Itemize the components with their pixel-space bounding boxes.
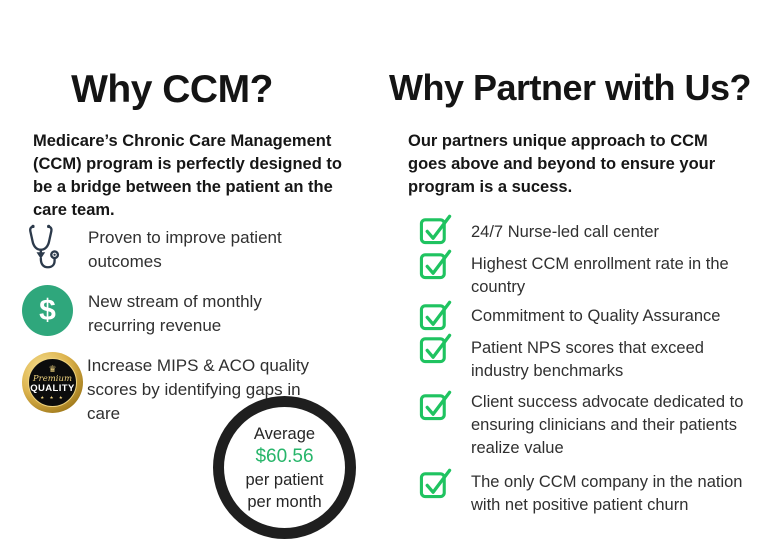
stethoscope-icon — [20, 221, 70, 271]
left-bullet-revenue: New stream of monthly recurring revenue — [88, 292, 262, 335]
average-rate-circle: Average $60.56 per patient per month — [213, 396, 356, 539]
checkbox-check-icon — [419, 300, 452, 331]
stat-label: Average — [253, 424, 316, 443]
checklist-item-text: Client success advocate dedicated to ens… — [471, 393, 744, 457]
checklist-item-nps: Patient NPS scores that exceed industry … — [419, 331, 758, 383]
left-intro-paragraph: Medicare’s Chronic Care Management (CCM)… — [33, 131, 342, 219]
checkbox-check-icon — [419, 214, 452, 245]
checklist-item-text: 24/7 Nurse-led call center — [471, 223, 660, 241]
stat-unit-line2: per month — [247, 492, 322, 511]
checklist-item-churn: The only CCM company in the nation with … — [419, 466, 758, 517]
checklist-item-text: The only CCM company in the nation with … — [471, 473, 743, 514]
premium-quality-badge-center: ♛ Premium QUALITY ★ ★ ★ — [28, 358, 77, 407]
left-bullet-outcomes: Proven to improve patient outcomes — [88, 228, 282, 271]
checklist-item-text: Commitment to Quality Assurance — [471, 307, 721, 325]
dollar-glyph: $ — [39, 293, 56, 327]
right-column-title: Why Partner with Us? — [388, 67, 752, 109]
left-bullet-mips: Increase MIPS & ACO quality scores by id… — [87, 356, 310, 423]
checklist-item-quality-assurance: Commitment to Quality Assurance — [419, 298, 758, 331]
dollar-icon: $ — [22, 285, 73, 336]
stat-value: $60.56 — [255, 445, 314, 467]
checkbox-check-icon — [419, 249, 452, 280]
stat-unit-line1: per patient — [245, 470, 324, 489]
badge-stars: ★ ★ ★ — [40, 394, 65, 400]
checklist-item-advocate: Client success advocate dedicated to ens… — [419, 388, 758, 460]
checkbox-check-icon — [419, 390, 452, 421]
checkbox-check-icon — [419, 333, 452, 364]
badge-quality-text: QUALITY — [30, 383, 75, 395]
crown-icon: ♛ — [48, 363, 57, 374]
premium-quality-badge-icon: ♛ Premium QUALITY ★ ★ ★ — [22, 352, 83, 413]
checklist-item-text: Patient NPS scores that exceed industry … — [471, 339, 704, 380]
left-column-title: Why CCM? — [71, 68, 273, 112]
checklist-item-text: Highest CCM enrollment rate in the count… — [471, 255, 729, 296]
right-intro-paragraph: Our partners unique approach to CCM goes… — [408, 131, 716, 196]
checklist-item-enrollment: Highest CCM enrollment rate in the count… — [419, 247, 758, 299]
badge-premium-text: Premium — [32, 373, 73, 384]
checkbox-check-icon — [419, 468, 452, 499]
checklist-item-call-center: 24/7 Nurse-led call center — [419, 212, 758, 245]
